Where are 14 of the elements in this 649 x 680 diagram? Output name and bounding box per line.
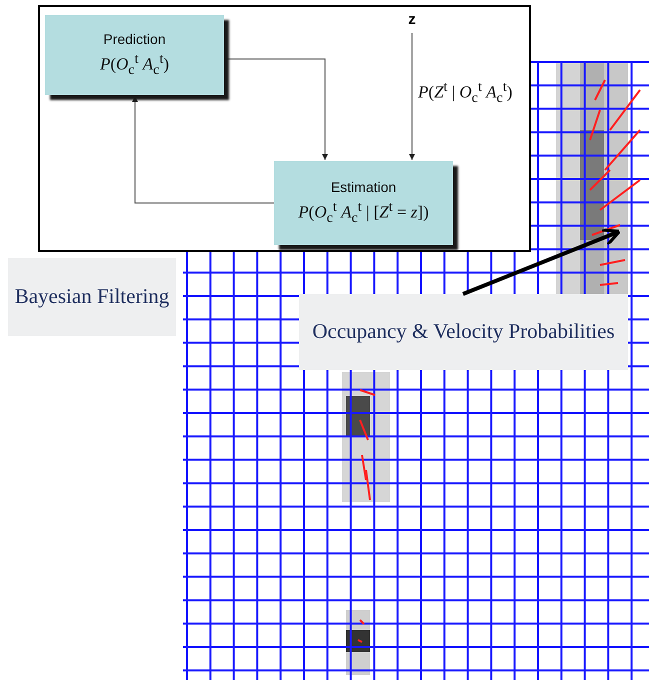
arrow — [224, 58, 328, 160]
diagram-frame — [38, 5, 531, 252]
variable-label: z — [403, 11, 421, 31]
caption-box: Bayesian Filtering — [8, 258, 176, 336]
formula: P(O$_{c}$$^{t}$ A$_{c}$$^{t}$) — [100, 50, 170, 80]
box-title: Estimation — [330, 178, 396, 195]
leader-arrow — [462, 228, 622, 296]
formula: P(O$_{c}$$^{t}$ A$_{c}$$^{t}$ | [Z$^{t}$ = z]) — [298, 198, 429, 228]
process-box — [45, 15, 224, 95]
caption-box: Occupancy & Velocity Probabilities — [299, 294, 628, 370]
process-box — [274, 161, 453, 245]
arrow — [132, 96, 274, 204]
box-title: Prediction — [103, 30, 166, 47]
arrow — [409, 32, 415, 160]
